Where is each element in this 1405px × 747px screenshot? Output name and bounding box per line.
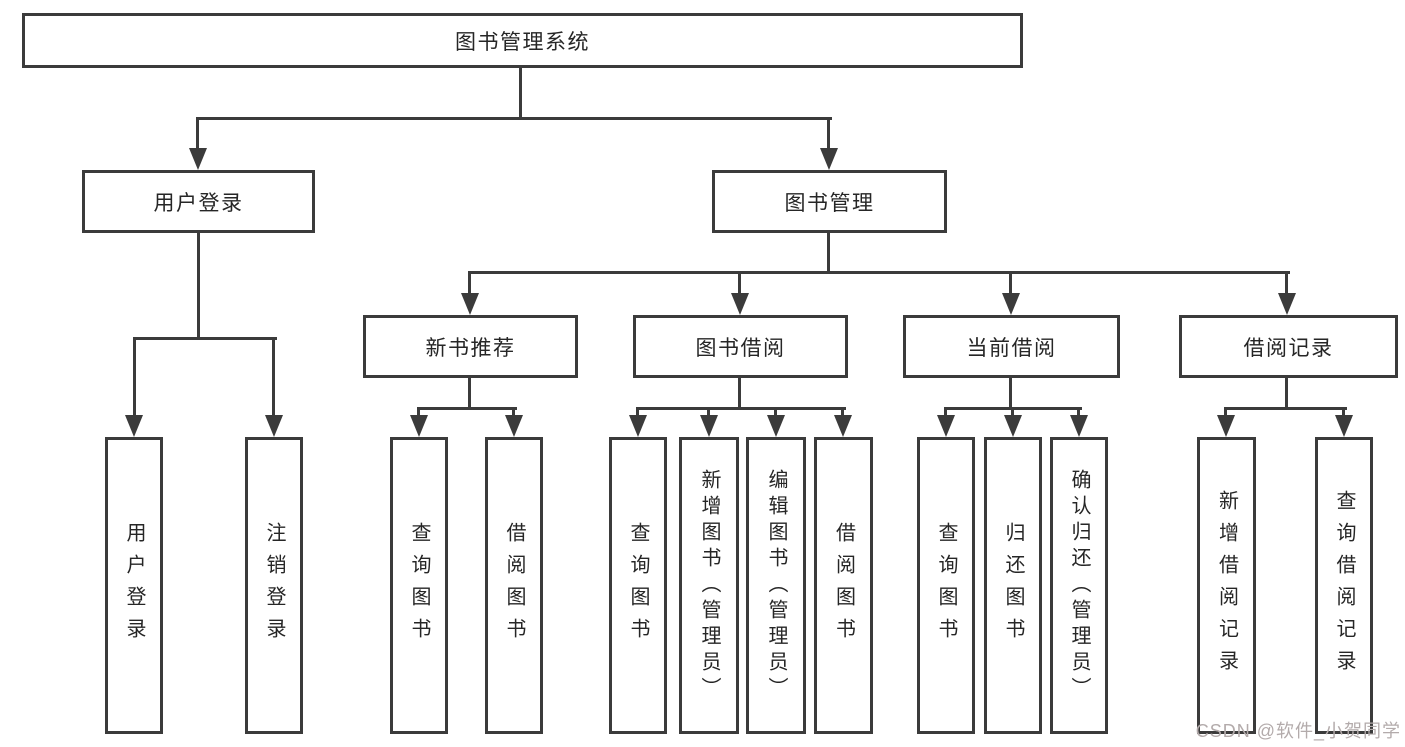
arrowhead-icon bbox=[1335, 415, 1353, 437]
box-book-management: 图书管理 bbox=[712, 170, 947, 233]
connector-drop bbox=[1011, 407, 1014, 419]
connector-rail bbox=[417, 407, 517, 410]
connector-drop bbox=[774, 407, 777, 419]
arrowhead-icon bbox=[265, 415, 283, 437]
box-borrow-records: 借阅记录 bbox=[1179, 315, 1398, 378]
connector-stem bbox=[738, 376, 741, 409]
arrowhead-icon bbox=[1004, 415, 1022, 437]
connector-level2-rail bbox=[468, 271, 1290, 274]
leaf-query-books-borrow: 查询图书 bbox=[609, 437, 667, 734]
connector-drop bbox=[1224, 407, 1227, 419]
connector-drop bbox=[841, 407, 844, 419]
leaf-confirm-return-admin: 确认归还（管理员） bbox=[1050, 437, 1108, 734]
leaf-borrow-books-recommend: 借阅图书 bbox=[485, 437, 543, 734]
arrowhead-icon bbox=[700, 415, 718, 437]
box-current-borrow: 当前借阅 bbox=[903, 315, 1120, 378]
leaf-add-borrow-record: 新增借阅记录 bbox=[1197, 437, 1256, 734]
arrowhead-icon bbox=[1217, 415, 1235, 437]
arrowhead-icon bbox=[505, 415, 523, 437]
connector-drop bbox=[1077, 407, 1080, 419]
arrowhead-icon bbox=[834, 415, 852, 437]
connector-drop bbox=[468, 271, 471, 297]
connector-rail bbox=[636, 407, 846, 410]
arrowhead-icon bbox=[731, 293, 749, 315]
connector-stem bbox=[468, 376, 471, 409]
connector-user-login-rail bbox=[133, 337, 277, 340]
connector-drop bbox=[827, 117, 830, 151]
leaf-edit-book-admin: 编辑图书（管理员） bbox=[746, 437, 806, 734]
connector-stem bbox=[1285, 376, 1288, 409]
arrowhead-icon bbox=[820, 148, 838, 170]
arrowhead-icon bbox=[1278, 293, 1296, 315]
connector-drop bbox=[636, 407, 639, 419]
connector-drop bbox=[1285, 271, 1288, 297]
arrowhead-icon bbox=[461, 293, 479, 315]
connector-drop bbox=[133, 337, 136, 419]
leaf-user-login: 用户登录 bbox=[105, 437, 163, 734]
arrowhead-icon bbox=[767, 415, 785, 437]
connector-drop bbox=[417, 407, 420, 419]
leaf-query-borrow-record: 查询借阅记录 bbox=[1315, 437, 1373, 734]
box-new-book-recommend: 新书推荐 bbox=[363, 315, 578, 378]
connector-drop bbox=[1342, 407, 1345, 419]
leaf-add-book-admin: 新增图书（管理员） bbox=[679, 437, 739, 734]
connector-drop bbox=[738, 271, 741, 297]
csdn-watermark: CSDN @软件_小贺同学 bbox=[1195, 721, 1401, 741]
connector-drop bbox=[196, 117, 199, 151]
connector-drop bbox=[707, 407, 710, 419]
arrowhead-icon bbox=[410, 415, 428, 437]
arrowhead-icon bbox=[1070, 415, 1088, 437]
box-user-login: 用户登录 bbox=[82, 170, 315, 233]
connector-drop bbox=[272, 337, 275, 419]
connector-level1-rail bbox=[196, 117, 832, 120]
box-library-system: 图书管理系统 bbox=[22, 13, 1023, 68]
connector-drop bbox=[1009, 271, 1012, 297]
arrowhead-icon bbox=[629, 415, 647, 437]
connector-user-login-stem bbox=[197, 231, 200, 339]
leaf-return-book: 归还图书 bbox=[984, 437, 1042, 734]
box-book-borrow: 图书借阅 bbox=[633, 315, 848, 378]
arrowhead-icon bbox=[1002, 293, 1020, 315]
connector-rail bbox=[1224, 407, 1347, 410]
connector-book-mgmt-stem bbox=[827, 231, 830, 274]
arrowhead-icon bbox=[189, 148, 207, 170]
leaf-logout: 注销登录 bbox=[245, 437, 303, 734]
leaf-borrow-books: 借阅图书 bbox=[814, 437, 873, 734]
leaf-query-books-recommend: 查询图书 bbox=[390, 437, 448, 734]
connector-stem bbox=[1009, 376, 1012, 409]
arrowhead-icon bbox=[937, 415, 955, 437]
leaf-query-books-current: 查询图书 bbox=[917, 437, 975, 734]
connector-drop bbox=[512, 407, 515, 419]
arrowhead-icon bbox=[125, 415, 143, 437]
connector-root-stem bbox=[519, 66, 522, 119]
connector-drop bbox=[944, 407, 947, 419]
